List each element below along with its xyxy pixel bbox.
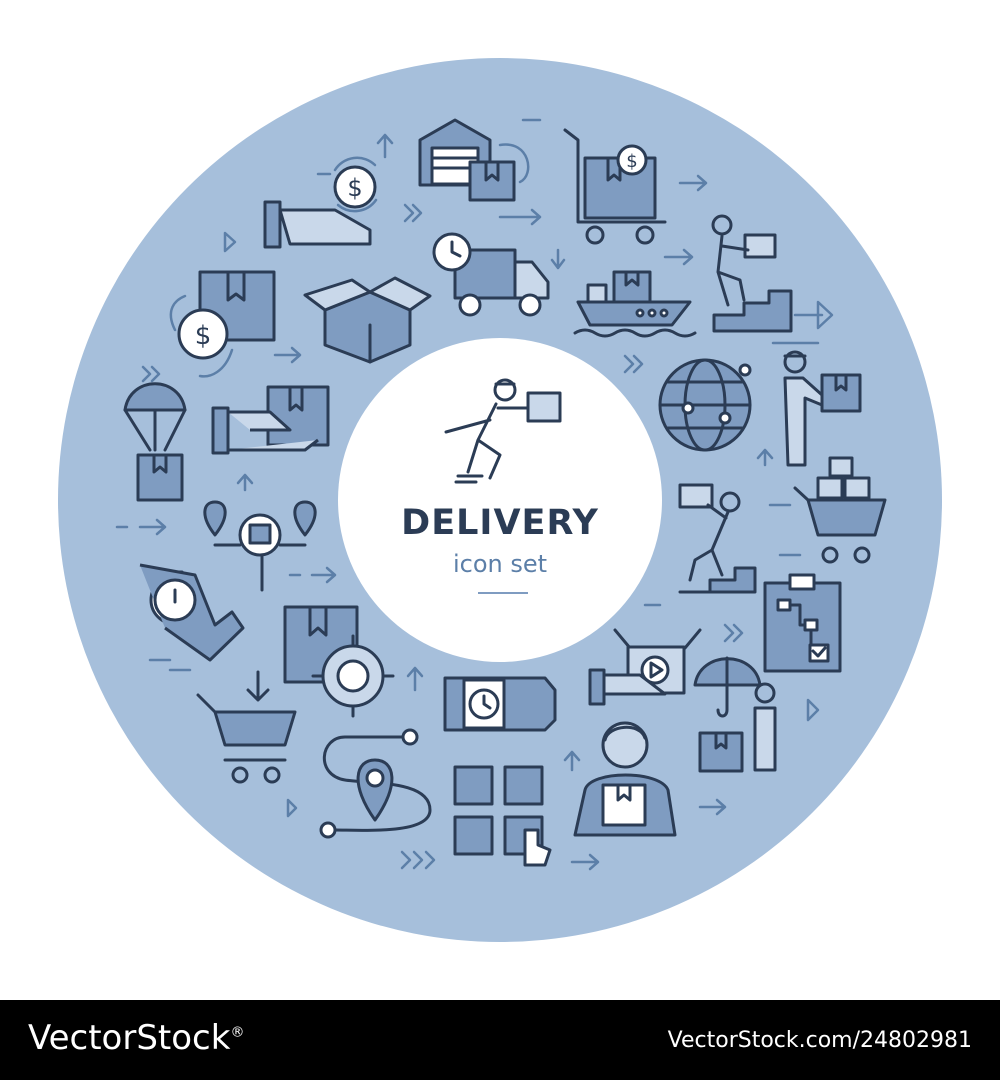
poster: $ $ [58, 58, 942, 942]
box-gear-icon [283, 605, 395, 718]
cart-money-icon: $ [563, 128, 667, 245]
center-circle [338, 338, 662, 662]
cart-boxes-icon [793, 456, 887, 564]
location-search-icon [203, 500, 317, 592]
open-box-icon [303, 276, 432, 364]
courier-stairs-icon [711, 214, 793, 333]
courier-box-icon [783, 350, 862, 467]
route-pin-icon [319, 728, 432, 839]
courier-running-icon [444, 378, 562, 484]
poster-title: DELIVERY [401, 503, 599, 543]
decorative-arrows [115, 118, 834, 871]
stopwatch-hand-icon [139, 563, 245, 662]
umbrella-man-icon [693, 656, 777, 773]
truck-clock-icon [432, 232, 550, 317]
money-cycle-box-icon: $ [169, 270, 276, 378]
brand-name: VectorStock [28, 1018, 231, 1058]
hand-video-icon [588, 628, 702, 706]
ship-icon [573, 270, 697, 338]
watermark-bar: VectorStock® VectorStock.com/24802981 [0, 1000, 1000, 1080]
icon-ring-artwork: $ $ [58, 58, 942, 942]
courier-holding-box-icon [573, 721, 677, 837]
porter-stairs-icon [678, 483, 757, 594]
brand-logo: VectorStock® [28, 1018, 244, 1058]
globe-icon [658, 358, 752, 452]
title-underline [478, 592, 528, 594]
warehouse-icon [418, 118, 530, 202]
box-grid-icon [453, 765, 552, 867]
svg-text:$: $ [347, 174, 362, 202]
parachute-box-icon [123, 382, 187, 502]
svg-text:$: $ [626, 151, 637, 172]
svg-text:$: $ [195, 321, 212, 351]
clipboard-icon [763, 573, 842, 673]
hand-money-icon: $ [263, 156, 378, 249]
image-credit: VectorStock.com/24802981 [667, 1028, 972, 1053]
hand-box-icon [211, 385, 330, 455]
poster-subtitle: icon set [452, 550, 548, 578]
cart-down-icon [196, 670, 297, 784]
watch-hand-icon [443, 676, 557, 732]
registered-mark: ® [230, 1024, 245, 1041]
